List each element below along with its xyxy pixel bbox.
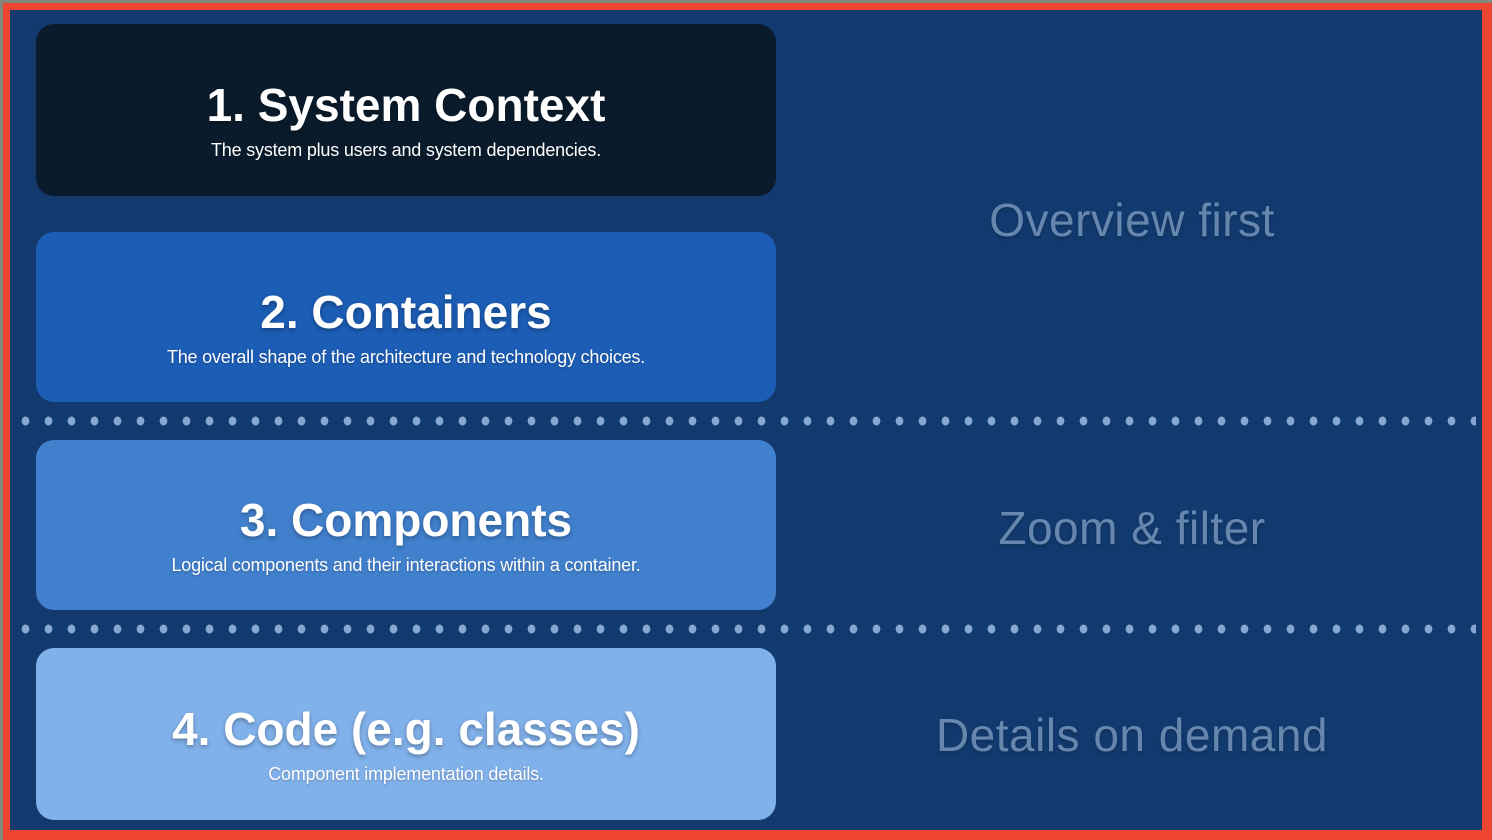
level-box-containers: 2. Containers The overall shape of the a… (36, 232, 776, 402)
level-subtitle-code: Component implementation details. (268, 764, 544, 785)
level-title-code: 4. Code (e.g. classes) (172, 702, 640, 755)
level-subtitle-system-context: The system plus users and system depende… (211, 140, 601, 161)
level-title-components: 3. Components (239, 493, 573, 546)
level-box-system-context: 1. System Context The system plus users … (36, 24, 776, 196)
level-subtitle-containers: The overall shape of the architecture an… (166, 347, 646, 368)
level-title-containers: 2. Containers (260, 285, 552, 338)
dotted-separator-bottom (14, 624, 1476, 634)
level-box-components: 3. Components Logical components and the… (36, 440, 776, 610)
screen-edge-top (0, 0, 1492, 3)
zone-label-overview-first: Overview first (989, 194, 1275, 246)
screen-edge-left (0, 0, 3, 840)
level-box-code: 4. Code (e.g. classes) Component impleme… (36, 648, 776, 820)
level-title-system-context: 1. System Context (206, 78, 606, 131)
dotted-separator-top (14, 416, 1476, 426)
zone-label-details-on-demand: Details on demand (935, 709, 1329, 761)
level-subtitle-components: Logical components and their interaction… (171, 555, 641, 576)
zone-label-zoom-filter: Zoom & filter (998, 502, 1266, 554)
